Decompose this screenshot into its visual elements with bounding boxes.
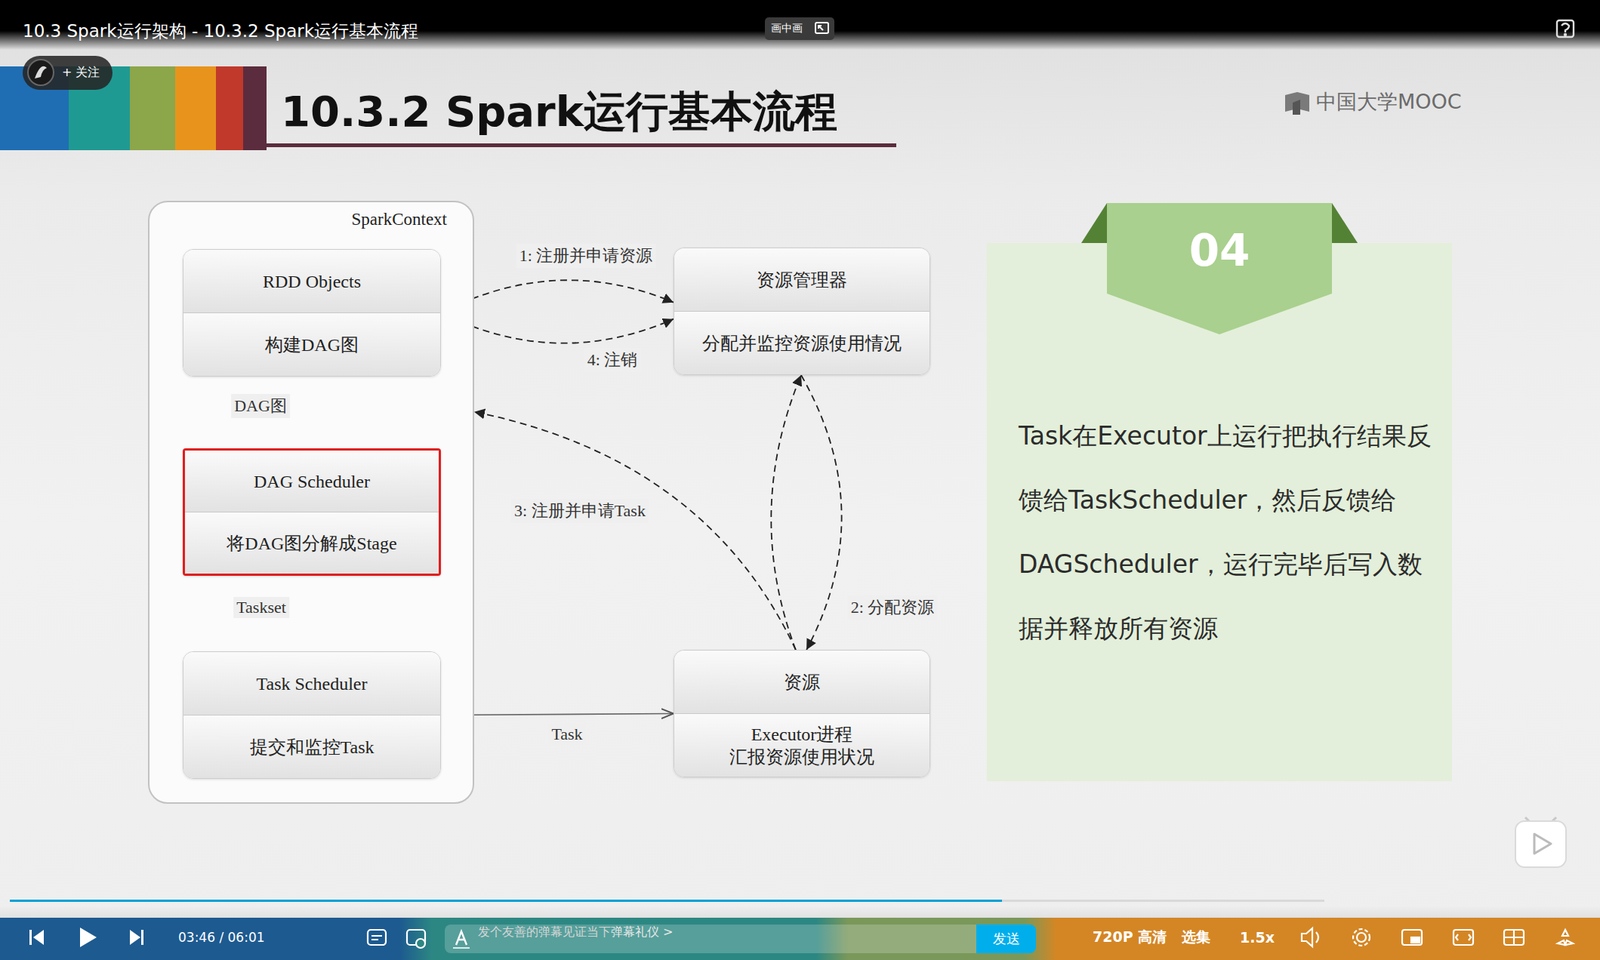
- box-body: 提交和监控Task: [183, 715, 441, 779]
- help-icon: [1556, 20, 1574, 37]
- process-box: RDD Objects 构建DAG图: [182, 249, 441, 377]
- process-box: Task Scheduler 提交和监控Task: [182, 651, 441, 780]
- banner-pentagon: [1106, 203, 1332, 335]
- button-text: + 关注: [61, 64, 101, 81]
- follow-button: + 关注: [22, 55, 113, 90]
- note-panel: Task在Executor上运行把执行结果反馈给TaskScheduler，然后…: [986, 243, 1453, 782]
- edge-label: 1: 注册并申请资源: [516, 243, 657, 269]
- dashed-connector: [474, 412, 796, 651]
- box-description: 将DAG图分解成Stage: [226, 532, 397, 555]
- button-text: 发送: [992, 930, 1021, 949]
- box-body: 将DAG图分解成Stage: [184, 511, 439, 574]
- edge-label: Taskset: [233, 597, 290, 619]
- box-header: RDD Objects: [183, 249, 441, 313]
- edge-label: 3: 注册并申请Task: [511, 499, 649, 524]
- speed-button: 1.5x: [1239, 929, 1275, 947]
- panel-text: Task在Executor上运行把执行结果反馈给TaskScheduler，然后…: [1018, 403, 1442, 661]
- box-description: 提交和监控Task: [249, 736, 375, 759]
- danmaku-input: 发个友善的弹幕见证当下弹幕礼仪 >: [444, 924, 977, 954]
- box-title: RDD Objects: [262, 270, 361, 293]
- send-button: 发送: [976, 924, 1036, 954]
- play-overlay-icon: [1515, 817, 1567, 868]
- edge-label: 4: 注销: [584, 348, 642, 373]
- box-title: 资源管理器: [756, 268, 848, 292]
- step-number: 04: [1189, 203, 1251, 335]
- edge-label: DAG图: [231, 394, 290, 419]
- pip-button: 画中画: [764, 17, 835, 41]
- video-title: 10.3 Spark运行架构 - 10.3.2 Spark运行基本流程: [22, 19, 419, 44]
- box-header: 资源: [674, 650, 930, 714]
- process-box-highlighted: DAG Scheduler 将DAG图分解成Stage: [182, 448, 441, 577]
- dashed-connector: [440, 280, 674, 313]
- dashed-connector: [770, 375, 802, 651]
- brand-logo-text: 中国大学MOOC: [1316, 88, 1462, 116]
- box-body: Executor进程 汇报资源使用状况: [674, 713, 930, 777]
- mooc-logo: [1285, 92, 1310, 115]
- box-description: 分配并监控资源使用情况: [702, 332, 902, 355]
- box-body: 分配并监控资源使用情况: [674, 311, 930, 375]
- etiquette-link: 弹幕礼仪 >: [610, 924, 674, 940]
- title-underline: [266, 143, 897, 148]
- container-title: SparkContext: [351, 209, 448, 230]
- box-description: 构建DAG图: [265, 333, 359, 357]
- resource-manager-box: 资源管理器分配并监控资源使用情况: [673, 247, 931, 376]
- box-body: 构建DAG图: [183, 312, 441, 377]
- step-banner: 04: [1106, 203, 1332, 335]
- box-description: Executor进程 汇报资源使用状况: [721, 723, 884, 769]
- box-title: DAG Scheduler: [253, 470, 370, 494]
- dashed-connector: [801, 375, 842, 651]
- progress-bar: [9, 900, 1325, 903]
- time-display: 03:46 / 06:01: [178, 930, 266, 946]
- spark-context-container: SparkContextRDD Objects 构建DAG图 DAG Schedul…: [147, 200, 475, 805]
- box-header: Task Scheduler: [183, 652, 441, 716]
- quality-button: 720P 高清: [1092, 927, 1167, 948]
- box-header: 资源管理器: [674, 248, 930, 312]
- episode-button: 选集: [1181, 927, 1211, 948]
- box-header: DAG Scheduler: [184, 450, 439, 512]
- box-title: Task Scheduler: [256, 672, 368, 696]
- edge-label: 2: 分配资源: [847, 595, 938, 620]
- dashed-connector: [440, 313, 674, 344]
- box-title: 资源: [783, 671, 821, 694]
- edge-label: Task: [548, 724, 586, 746]
- slide-title: 10.3.2 Spark运行基本流程: [280, 83, 838, 142]
- executor-box: 资源 Executor进程 汇报资源使用状况: [673, 650, 931, 778]
- input-placeholder: 发个友善的弹幕见证当下: [477, 924, 611, 940]
- flow-arrow: [440, 714, 674, 716]
- button-text: 画中画: [770, 21, 803, 36]
